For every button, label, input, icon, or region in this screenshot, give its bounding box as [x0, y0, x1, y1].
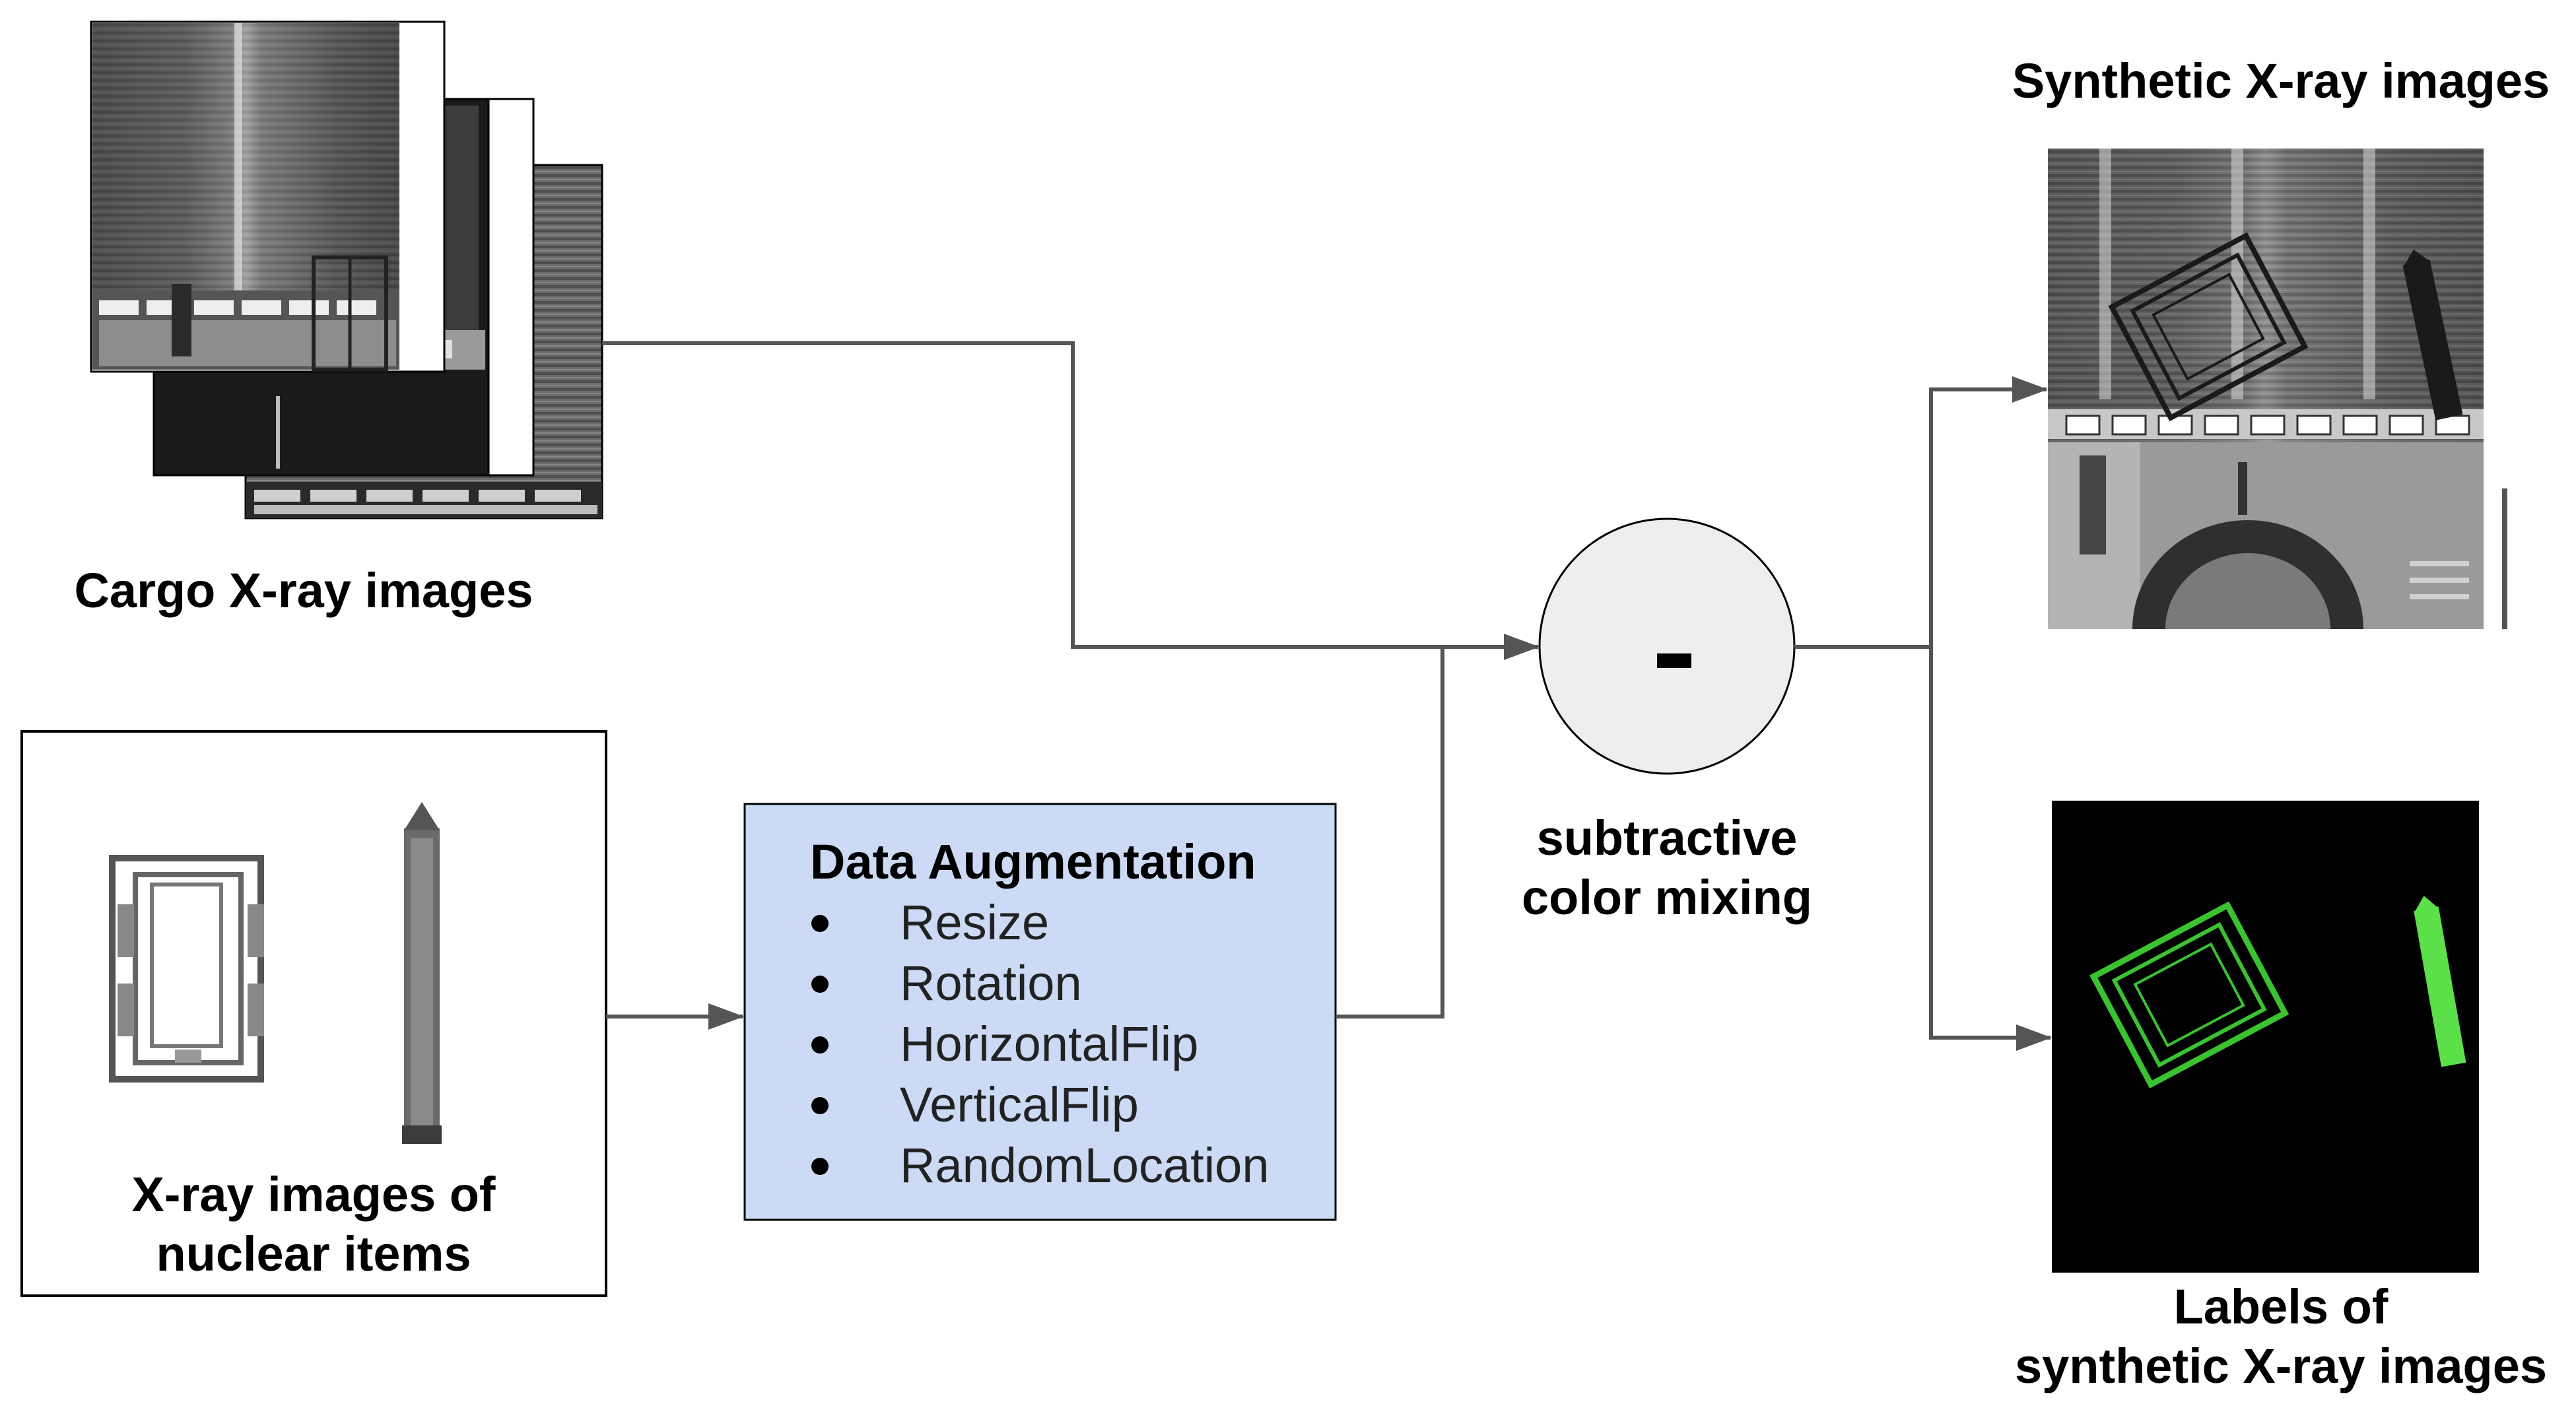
- labels-image: [2052, 801, 2479, 1273]
- synthetic-xray-image: [2048, 149, 2507, 629]
- nuclear-item-rod: [402, 802, 442, 1144]
- augmentation-box: [743, 803, 1337, 1221]
- nuclear-items-label-line2: nuclear items: [156, 1226, 471, 1281]
- augmentation-list: Resize Rotation HorizontalFlip VerticalF…: [809, 892, 1269, 1196]
- augmentation-title: Data Augmentation: [810, 834, 1256, 889]
- connector-lines: [602, 341, 2052, 1051]
- bullet-icon: [811, 976, 829, 993]
- cargo-xray-stack: [90, 20, 603, 519]
- subtractive-mixing-label-line2: color mixing: [1522, 870, 1812, 925]
- nuclear-item-frame: [109, 855, 264, 1083]
- augmentation-item: RandomLocation: [809, 1135, 1269, 1196]
- cargo-xray-image-1: [90, 20, 446, 373]
- augmentation-item: HorizontalFlip: [809, 1014, 1269, 1075]
- nuclear-items-panel: [20, 730, 607, 1297]
- labels-images-label-line1: Labels of: [2173, 1279, 2389, 1334]
- augmentation-item: VerticalFlip: [809, 1075, 1269, 1135]
- subtract-operator-symbol: [1657, 653, 1691, 668]
- cargo-images-label: Cargo X-ray images: [74, 563, 533, 618]
- labels-images-label-line2: synthetic X-ray images: [2014, 1339, 2548, 1393]
- bullet-icon: [811, 1036, 829, 1053]
- augmentation-item: Resize: [809, 892, 1269, 953]
- subtractive-mixing-label-line1: subtractive: [1536, 811, 1798, 865]
- synthetic-images-label: Synthetic X-ray images: [2012, 53, 2550, 108]
- nuclear-items-label-line1: X-ray images of: [131, 1167, 496, 1222]
- augmentation-item: Rotation: [809, 953, 1269, 1014]
- bullet-icon: [811, 1097, 829, 1114]
- subtract-operator-text: -: [1657, 634, 1691, 686]
- bullet-icon: [811, 915, 829, 932]
- bullet-icon: [811, 1158, 829, 1175]
